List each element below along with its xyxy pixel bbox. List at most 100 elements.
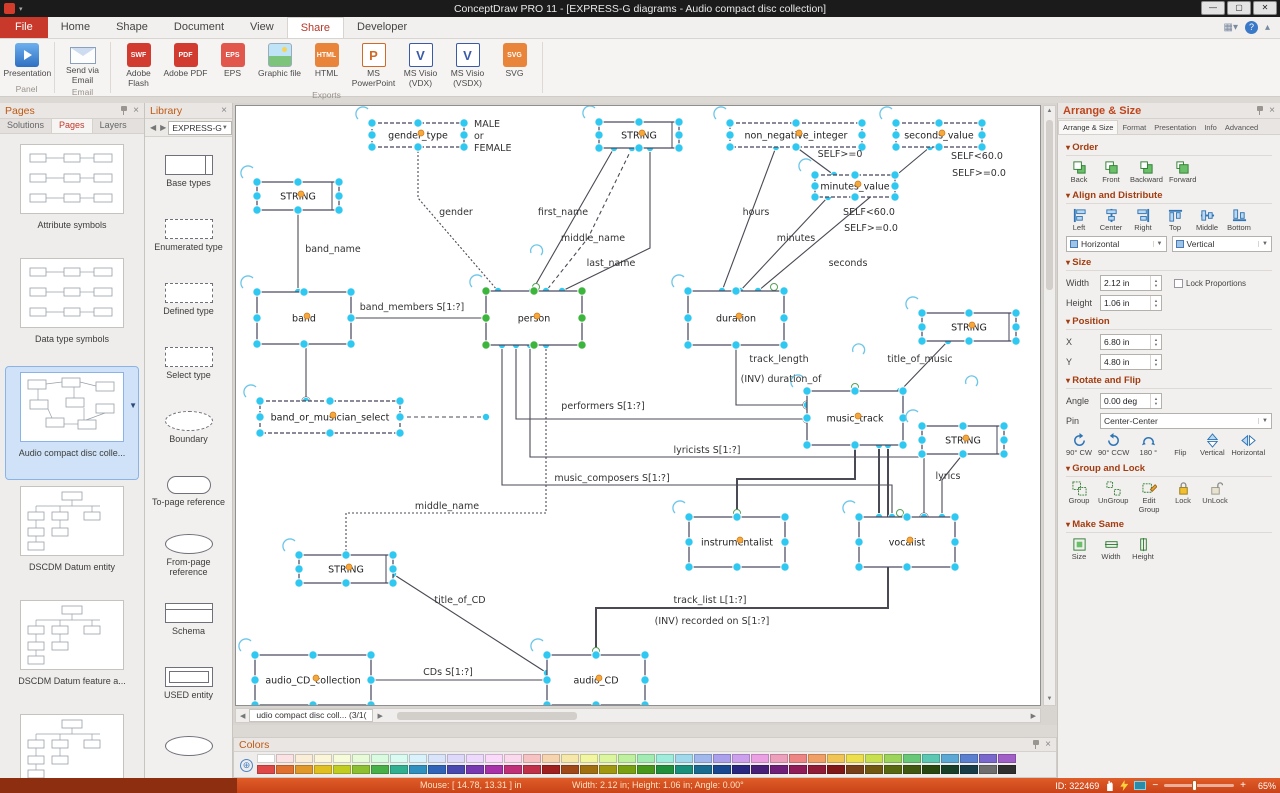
color-swatch[interactable]	[732, 765, 750, 774]
selection-handle[interactable]	[850, 440, 860, 450]
top-button[interactable]: Top	[1162, 208, 1188, 233]
left-button[interactable]: Left	[1066, 208, 1092, 233]
selection-handle[interactable]	[1011, 308, 1021, 318]
color-swatch[interactable]	[599, 754, 617, 763]
color-swatch[interactable]	[447, 754, 465, 763]
selection-handle[interactable]	[325, 428, 335, 438]
selection-handle[interactable]	[725, 130, 735, 140]
selection-handle[interactable]	[802, 440, 812, 450]
ungroup-button[interactable]: UnGroup	[1098, 481, 1128, 514]
presentation-mode-icon[interactable]	[1134, 781, 1147, 790]
rotate-handle-icon[interactable]	[713, 106, 727, 120]
selection-handle[interactable]	[388, 578, 398, 588]
diagram-edge-label[interactable]: minutes	[777, 233, 816, 244]
selection-handle[interactable]	[395, 428, 405, 438]
middle-button[interactable]: Middle	[1194, 208, 1220, 233]
page-thumbnail-1[interactable]: Attribute symbols	[6, 139, 138, 251]
vertical-scroll-thumb[interactable]	[1046, 120, 1053, 290]
section-order-title[interactable]: Order	[1066, 142, 1272, 156]
relationship-line[interactable]	[545, 147, 633, 292]
forward-button[interactable]: Forward	[1169, 160, 1196, 185]
selection-handle[interactable]	[252, 313, 262, 323]
angle-stepper[interactable]: ▲▼	[1100, 393, 1162, 410]
color-swatch[interactable]	[922, 754, 940, 763]
selection-handle[interactable]	[890, 192, 900, 202]
selection-handle[interactable]	[481, 340, 491, 350]
color-swatch[interactable]	[884, 765, 902, 774]
distribute-vertical-select[interactable]: Vertical ▼	[1171, 236, 1272, 253]
color-swatch[interactable]	[713, 765, 731, 774]
selection-handle[interactable]	[791, 118, 801, 128]
stepper-arrows-icon[interactable]: ▲▼	[1150, 355, 1161, 370]
color-swatch[interactable]	[979, 754, 997, 763]
back-button[interactable]: Back	[1066, 160, 1092, 185]
selection-handle[interactable]	[683, 340, 693, 350]
selection-handle[interactable]	[950, 562, 960, 572]
selection-handle[interactable]	[395, 396, 405, 406]
color-swatch[interactable]	[542, 754, 560, 763]
library-item-boundary[interactable]: Boundary	[145, 396, 232, 460]
selection-handle[interactable]	[252, 339, 262, 349]
section-size-title[interactable]: Size	[1066, 257, 1272, 272]
arrange-tab-info[interactable]: Info	[1204, 123, 1217, 132]
section-make-same-title[interactable]: Make Same	[1066, 519, 1272, 534]
arrange-tab-format[interactable]: Format	[1122, 123, 1147, 132]
selection-handle[interactable]	[250, 675, 260, 685]
selection-handle[interactable]	[255, 412, 265, 422]
rotate-handle-icon[interactable]	[469, 274, 483, 288]
selection-handle[interactable]	[250, 650, 260, 660]
selection-handle[interactable]	[779, 340, 789, 350]
selection-handle[interactable]	[459, 130, 469, 140]
diagram-node-music_track[interactable]	[806, 390, 904, 446]
selection-handle[interactable]	[958, 449, 968, 459]
diagram-edge-label[interactable]: MALE	[474, 119, 500, 130]
relationship-line[interactable]	[345, 345, 547, 555]
rotate-handle-icon[interactable]	[964, 375, 979, 387]
color-swatch[interactable]	[371, 765, 389, 774]
scroll-down-icon[interactable]: ▼	[1046, 696, 1053, 702]
selection-handle[interactable]	[634, 143, 644, 153]
section-rotate-title[interactable]: Rotate and Flip	[1066, 375, 1272, 390]
color-swatch[interactable]	[504, 754, 522, 763]
close-panel-icon[interactable]: ×	[133, 104, 139, 116]
color-swatch[interactable]	[865, 765, 883, 774]
height-input[interactable]	[1101, 296, 1150, 311]
color-swatch[interactable]	[789, 754, 807, 763]
rotate-handle-icon[interactable]	[851, 343, 866, 355]
color-swatch[interactable]	[295, 754, 313, 763]
selection-handle[interactable]	[854, 512, 864, 522]
color-swatch[interactable]	[276, 754, 294, 763]
zoom-in-button[interactable]: +	[1240, 780, 1246, 791]
pages-tab-layers[interactable]: Layers	[99, 120, 127, 130]
color-swatch[interactable]	[865, 754, 883, 763]
selection-handle[interactable]	[367, 118, 377, 128]
selection-handle[interactable]	[577, 340, 587, 350]
selection-handle[interactable]	[252, 287, 262, 297]
pin-icon[interactable]	[120, 105, 128, 116]
selection-handle[interactable]	[594, 117, 604, 127]
selection-handle[interactable]	[308, 650, 318, 660]
selection-handle[interactable]	[780, 562, 790, 572]
selection-handle[interactable]	[779, 286, 789, 296]
color-swatch[interactable]	[998, 754, 1016, 763]
color-swatch[interactable]	[751, 765, 769, 774]
diagram-edge-label[interactable]: SELF>=0.0	[952, 168, 1006, 179]
diagram-edge-label[interactable]: track_length	[749, 354, 808, 365]
menu-tab-developer[interactable]: Developer	[357, 21, 408, 33]
selection-handle[interactable]	[413, 118, 423, 128]
selection-handle[interactable]	[341, 550, 351, 560]
rotate-handle-icon[interactable]	[238, 638, 252, 652]
relationship-line[interactable]	[531, 147, 615, 292]
relationship-line[interactable]	[417, 147, 499, 292]
library-next-icon[interactable]: ▶	[160, 123, 167, 132]
width-stepper[interactable]: ▲▼	[1100, 275, 1162, 292]
distribute-horizontal-select[interactable]: Horizontal ▼	[1066, 236, 1167, 253]
library-item-used-entity[interactable]: USED entity	[145, 652, 232, 716]
relationship-line[interactable]	[529, 345, 925, 517]
section-group-title[interactable]: Group and Lock	[1066, 463, 1272, 477]
diagram-edge-label[interactable]: SELF>=0.0	[844, 223, 898, 234]
selection-handle[interactable]	[367, 130, 377, 140]
pages-tab-solutions[interactable]: Solutions	[7, 120, 45, 130]
